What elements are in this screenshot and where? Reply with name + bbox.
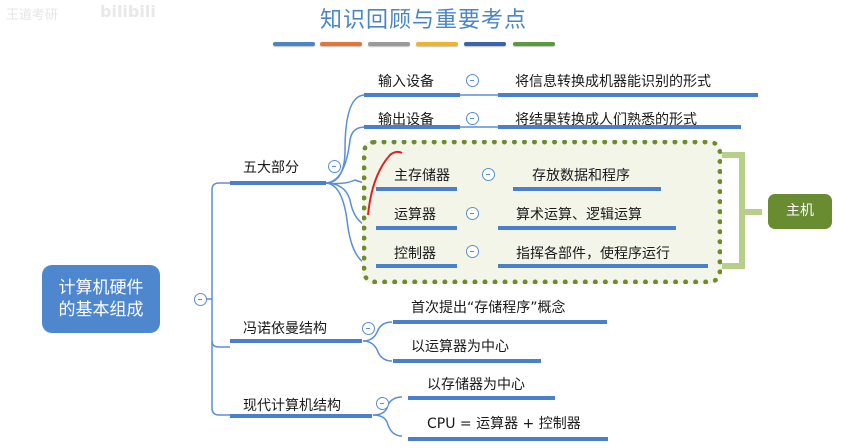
control-unit-collapse-icon[interactable] bbox=[466, 245, 479, 258]
item-main-memory-desc-bar bbox=[513, 187, 661, 191]
item-input-device-bar bbox=[364, 93, 460, 97]
main-memory-collapse-icon[interactable] bbox=[482, 168, 495, 181]
item-alu-bar bbox=[376, 226, 457, 230]
item-input-device-desc-bar bbox=[498, 93, 758, 97]
color-stripe-6 bbox=[513, 42, 555, 46]
item-alu-label[interactable]: 运算器 bbox=[394, 207, 436, 223]
color-stripe-3 bbox=[368, 42, 410, 46]
von-neumann-item-1: 首次提出“存储程序”概念 bbox=[411, 300, 566, 316]
item-alu-desc: 算术运算、逻辑运算 bbox=[516, 207, 642, 223]
item-main-memory-label[interactable]: 主存储器 bbox=[394, 168, 450, 184]
five-parts-collapse-icon[interactable] bbox=[328, 160, 341, 173]
page-title: 知识回顾与重要考点 bbox=[319, 8, 527, 33]
branch-five-parts-label[interactable]: 五大部分 bbox=[243, 160, 299, 176]
modern-collapse-icon[interactable] bbox=[376, 397, 389, 410]
item-output-device-desc-bar bbox=[498, 125, 741, 129]
von-neumann-item-2-bar bbox=[393, 359, 541, 363]
von-neumann-item-1-bar bbox=[393, 320, 607, 324]
modern-item-1-bar bbox=[408, 396, 555, 400]
root-collapse-icon[interactable] bbox=[194, 293, 207, 306]
modern-item-2-bar bbox=[408, 437, 608, 441]
item-input-device-label[interactable]: 输入设备 bbox=[378, 74, 434, 90]
bilibili-logo: bilibili bbox=[100, 2, 156, 21]
branch-five-parts-bar bbox=[230, 181, 326, 185]
host-group-box bbox=[362, 140, 722, 284]
modern-item-2: CPU = 运算器 + 控制器 bbox=[427, 416, 581, 432]
alu-collapse-icon[interactable] bbox=[466, 207, 479, 220]
branch-von-neumann-bar bbox=[230, 339, 362, 343]
item-output-device-label[interactable]: 输出设备 bbox=[378, 112, 434, 128]
item-control-unit-desc: 指挥各部件，使程序运行 bbox=[516, 246, 670, 262]
root-node[interactable]: 计算机硬件 的基本组成 bbox=[42, 265, 160, 333]
output-device-collapse-icon[interactable] bbox=[466, 112, 479, 125]
branch-von-neumann-label[interactable]: 冯诺依曼结构 bbox=[243, 321, 327, 337]
branch-modern-label[interactable]: 现代计算机结构 bbox=[243, 398, 341, 414]
color-stripe-2 bbox=[320, 42, 362, 46]
item-control-unit-label[interactable]: 控制器 bbox=[394, 246, 436, 262]
item-control-unit-bar bbox=[376, 264, 457, 268]
item-main-memory-bar bbox=[376, 187, 457, 191]
root-line-1: 计算机硬件 bbox=[58, 278, 144, 298]
von-neumann-item-2: 以运算器为中心 bbox=[411, 339, 509, 355]
color-stripe-5 bbox=[464, 42, 506, 46]
item-output-device-desc: 将结果转换成人们熟悉的形式 bbox=[515, 112, 697, 128]
root-line-2: 的基本组成 bbox=[58, 300, 144, 320]
item-main-memory-desc: 存放数据和程序 bbox=[532, 168, 630, 184]
item-control-unit-desc-bar bbox=[498, 264, 708, 268]
item-input-device-desc: 将信息转换成机器能识别的形式 bbox=[515, 74, 711, 90]
color-stripe-4 bbox=[416, 42, 458, 46]
von-neumann-collapse-icon[interactable] bbox=[362, 322, 375, 335]
color-stripe-1 bbox=[273, 42, 315, 46]
branch-modern-bar bbox=[230, 414, 372, 418]
watermark-text: 王道考研 bbox=[6, 8, 59, 23]
host-node[interactable]: 主机 bbox=[768, 194, 832, 229]
item-output-device-bar bbox=[364, 125, 460, 129]
modern-item-1: 以存储器为中心 bbox=[427, 377, 525, 393]
red-annotation-stroke bbox=[367, 150, 403, 216]
item-alu-desc-bar bbox=[498, 226, 676, 230]
input-device-collapse-icon[interactable] bbox=[466, 74, 479, 87]
